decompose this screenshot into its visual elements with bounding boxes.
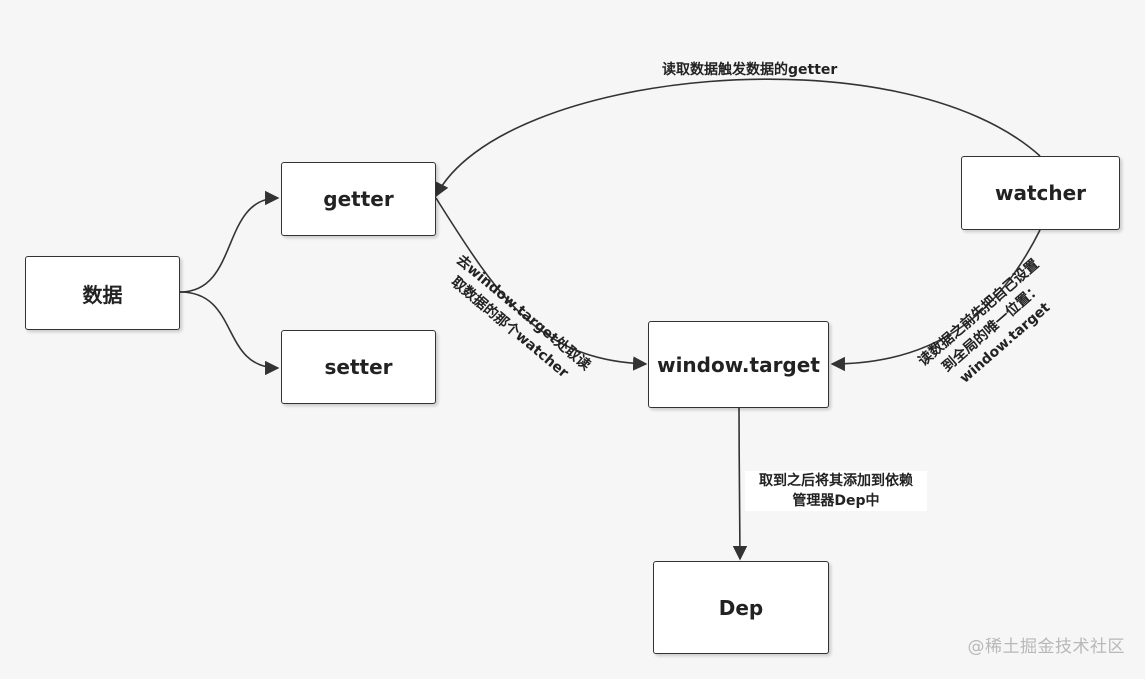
node-watcher[interactable]: watcher xyxy=(961,156,1120,230)
edge-data-to-setter xyxy=(179,291,280,376)
edge-watcher-to-target xyxy=(830,229,1041,372)
edge-target-to-dep xyxy=(732,407,748,561)
label-target-to-dep-line1: 取到之后将其添加到依赖 xyxy=(759,473,913,489)
watermark: @稀土掘金技术社区 xyxy=(967,637,1125,657)
node-window-target[interactable]: window.target xyxy=(648,321,829,408)
node-data-label: 数据 xyxy=(82,282,123,307)
node-watcher-label: watcher xyxy=(994,181,1087,205)
edge-getter-to-target xyxy=(435,197,648,371)
label-watcher-to-getter-text: 读取数据触发数据的getter xyxy=(662,62,838,78)
node-data[interactable]: 数据 xyxy=(25,256,180,330)
node-getter-label: getter xyxy=(323,187,394,211)
node-setter-label: setter xyxy=(324,355,393,379)
node-getter[interactable]: getter xyxy=(281,162,436,236)
edge-data-to-getter xyxy=(179,190,280,293)
node-dep[interactable]: Dep xyxy=(653,561,829,654)
edge-watcher-to-getter xyxy=(435,78,1041,198)
label-target-to-dep-line2: 管理器Dep中 xyxy=(792,493,880,509)
node-dep-label: Dep xyxy=(718,595,764,620)
node-window-target-label: window.target xyxy=(657,352,820,377)
label-target-to-dep: 取到之后将其添加到依赖 管理器Dep中 xyxy=(745,471,927,511)
node-setter[interactable]: setter xyxy=(281,330,436,404)
label-watcher-to-getter: 读取数据触发数据的getter xyxy=(662,60,837,80)
